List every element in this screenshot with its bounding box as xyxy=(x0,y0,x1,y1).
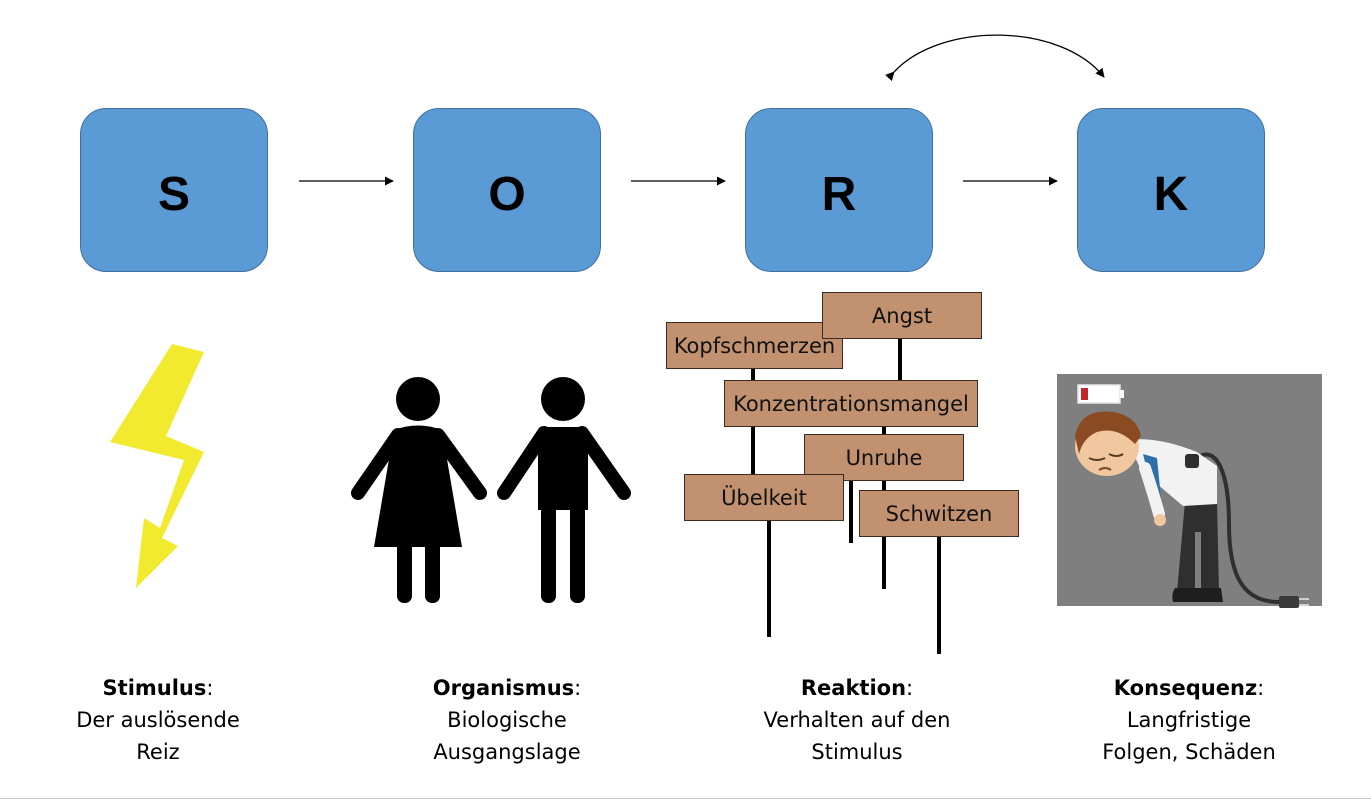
sign-unruhe: Unruhe xyxy=(804,434,964,481)
caption-konsequenz-title: Konsequenz xyxy=(1113,676,1258,700)
caption-reaktion-title: Reaktion xyxy=(800,676,907,700)
box-s-letter: S xyxy=(157,167,190,221)
caption-konsequenz-line1: Langfristige xyxy=(1126,708,1252,732)
bottom-divider xyxy=(0,798,1371,799)
man-icon xyxy=(497,377,631,603)
tired-unplugged-man-icon xyxy=(1057,374,1322,608)
caption-organismus-colon: : xyxy=(574,676,582,700)
box-o: O xyxy=(413,108,601,272)
caption-konsequenz-colon: : xyxy=(1257,676,1265,700)
box-s: S xyxy=(80,108,268,272)
caption-stimulus-line2: Reiz xyxy=(136,740,180,764)
sign-angst-label: Angst xyxy=(871,303,933,328)
caption-stimulus-title: Stimulus xyxy=(102,676,207,700)
sign-schwitzen-label: Schwitzen xyxy=(885,501,993,526)
sign-kopfschmerzen: Kopfschmerzen xyxy=(666,322,843,369)
low-battery-icon xyxy=(1077,384,1124,404)
sign-kopfschmerzen-label: Kopfschmerzen xyxy=(673,333,836,358)
sign-uebelkeit-label: Übelkeit xyxy=(721,485,807,510)
caption-stimulus-colon: : xyxy=(206,676,214,700)
sign-konzentrationsmangel: Konzentrationsmangel xyxy=(724,380,978,427)
caption-reaktion-line1: Verhalten auf den xyxy=(763,708,951,732)
post-schwitzen xyxy=(937,536,941,654)
caption-konsequenz: Konsequenz: Langfristige Folgen, Schäden xyxy=(1059,672,1319,768)
caption-konsequenz-line2: Folgen, Schäden xyxy=(1102,740,1276,764)
box-k-letter: K xyxy=(1153,167,1189,221)
sign-angst: Angst xyxy=(822,292,982,339)
box-r: R xyxy=(745,108,933,272)
caption-reaktion-line2: Stimulus xyxy=(811,740,903,764)
box-r-letter: R xyxy=(821,167,857,221)
caption-reaktion-colon: : xyxy=(906,676,914,700)
post-unruhe xyxy=(849,480,853,543)
feedback-arc-arrow xyxy=(885,34,1105,82)
box-k: K xyxy=(1077,108,1265,272)
sign-unruhe-label: Unruhe xyxy=(845,445,923,470)
caption-organismus: Organismus: Biologische Ausgangslage xyxy=(377,672,637,768)
caption-reaktion: Reaktion: Verhalten auf den Stimulus xyxy=(727,672,987,768)
caption-organismus-title: Organismus xyxy=(432,676,575,700)
box-o-letter: O xyxy=(488,167,526,221)
sign-uebelkeit: Übelkeit xyxy=(684,474,844,521)
post-uebelkeit xyxy=(767,520,771,637)
post-angst xyxy=(898,338,902,386)
caption-organismus-line2: Ausgangslage xyxy=(433,740,581,764)
lightning-bolt-icon xyxy=(110,344,204,588)
caption-stimulus-line1: Der auslösende xyxy=(76,708,240,732)
sign-schwitzen: Schwitzen xyxy=(859,490,1019,537)
caption-stimulus: Stimulus: Der auslösende Reiz xyxy=(28,672,288,768)
caption-organismus-line1: Biologische xyxy=(447,708,567,732)
sign-konzentrationsmangel-label: Konzentrationsmangel xyxy=(733,391,969,416)
woman-icon xyxy=(351,377,487,603)
